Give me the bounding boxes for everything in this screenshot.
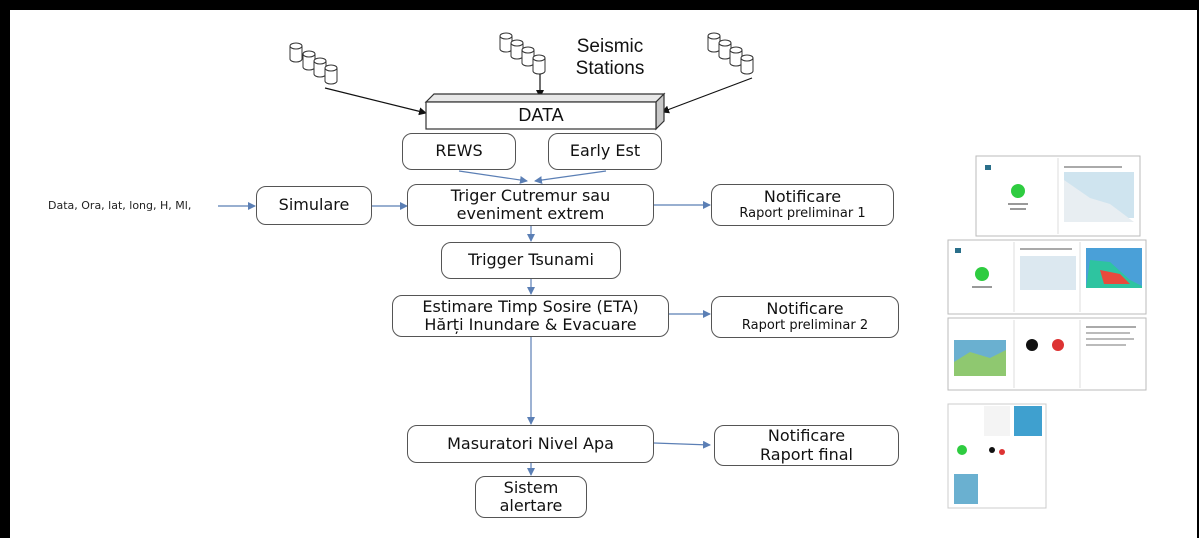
trigger-cutremur-line-2: eveniment extrem [456, 204, 605, 223]
trigger-cutremur-line-1: Triger Cutremur sau [450, 185, 611, 205]
database-stack-right-icon [707, 32, 754, 75]
report-thumbnail-page-3 [947, 317, 1147, 391]
notificare-3-title: Notificare [767, 426, 846, 446]
trigger-tsunami-box: Trigger Tsunami [441, 242, 621, 279]
simulare-label: Simulare [278, 195, 350, 215]
report-thumbnail-page-4 [947, 403, 1047, 509]
early-est-label: Early Est [569, 141, 641, 161]
rews-label: REWS [435, 141, 483, 161]
arrow-rews-to-trigger [458, 170, 528, 184]
input-parameters-label: Data, Ora, lat, long, H, Ml, [48, 199, 192, 212]
data-box-label: DATA [518, 105, 564, 125]
database-stack-left-icon [289, 42, 338, 85]
trigger-tsunami-label: Trigger Tsunami [468, 250, 594, 270]
trigger-cutremur-box: Triger Cutremur sau eveniment extrem [407, 184, 654, 226]
data-box-shape [424, 92, 666, 131]
arrow-left-station-to-data [324, 87, 427, 116]
estimare-line-2: Hărți Inundare & Evacuare [424, 315, 637, 334]
arrow-earlyest-to-trigger [534, 170, 607, 184]
notificare-2-subtitle: Raport preliminar 2 [741, 317, 869, 333]
notificare-1-title: Notificare [763, 187, 842, 207]
seismic-stations-label: Seismic Stations [575, 36, 645, 79]
notificare-2-title: Notificare [766, 299, 844, 319]
arrow-right-station-to-data [661, 77, 753, 114]
notificare-3-subtitle: Raport final [760, 444, 853, 464]
rews-box: REWS [402, 133, 516, 170]
simulare-box: Simulare [256, 186, 372, 225]
notificare-3-box: Notificare Raport final [714, 425, 899, 466]
estimare-line-1: Estimare Timp Sosire (ETA) [422, 296, 639, 316]
notificare-2-box: Notificare Raport preliminar 2 [711, 296, 899, 338]
estimare-box: Estimare Timp Sosire (ETA) Hărți Inundar… [392, 295, 669, 337]
sistem-alertare-line-1: Sistem [503, 477, 559, 497]
sistem-alertare-box: Sistem alertare [475, 476, 587, 518]
masuratori-box: Masuratori Nivel Apa [407, 425, 654, 463]
sistem-alertare-line-2: alertare [499, 496, 563, 515]
database-stack-center-icon [499, 32, 546, 75]
notificare-1-subtitle: Raport preliminar 1 [739, 205, 866, 221]
notificare-1-box: Notificare Raport preliminar 1 [711, 184, 894, 226]
arrow-masuratori-to-notificare3 [653, 440, 711, 449]
early-est-box: Early Est [548, 133, 662, 170]
report-thumbnail-page-1 [975, 155, 1141, 237]
masuratori-label: Masuratori Nivel Apa [447, 433, 614, 453]
report-thumbnail-page-2 [947, 239, 1147, 315]
